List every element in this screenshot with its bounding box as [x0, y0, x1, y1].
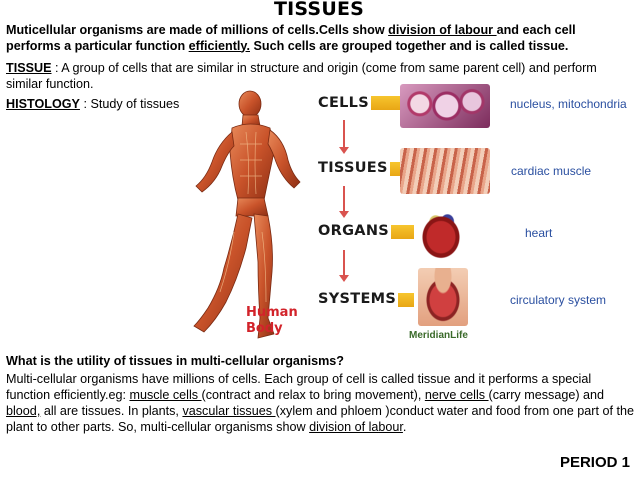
- note-tissues: cardiac muscle: [511, 164, 592, 178]
- answer-term-blood: blood,: [6, 404, 41, 418]
- cells-image: [400, 84, 490, 128]
- cells-bar: [364, 96, 406, 110]
- tissue-term: TISSUE: [6, 61, 52, 75]
- note-organs: heart: [525, 226, 553, 240]
- human-body-illustration: [193, 90, 301, 339]
- answer-text: .: [402, 420, 407, 434]
- human-label: Human: [246, 305, 298, 320]
- intro-text: Muticellular organisms are made of milli…: [6, 23, 389, 37]
- circulatory-system-image: [418, 268, 468, 326]
- histology-definition: HISTOLOGY : Study of tissues: [6, 97, 179, 111]
- answer-term-division-of-labour: division of labour: [309, 420, 403, 434]
- period-label: PERIOD 1: [559, 454, 630, 471]
- intro-text: and each cell performs a particular func…: [6, 23, 576, 53]
- answer-term-nerve-cells: nerve cells: [424, 388, 489, 402]
- down-arrow-icon: [339, 120, 349, 154]
- body-label: Body: [246, 321, 283, 336]
- histology-definition-text: : Study of tissues: [79, 97, 180, 111]
- answer-term-muscle-cells: muscle cells: [129, 388, 202, 402]
- answer-text: (carry message) and: [488, 388, 605, 402]
- question-heading: What is the utility of tissues in multi-…: [6, 354, 344, 368]
- down-arrow-icon: [339, 186, 349, 218]
- answer-paragraph: Multi-cellular organisms have millions o…: [6, 371, 634, 435]
- organs-bar: [384, 225, 414, 239]
- level-tissues: TISSUES: [318, 160, 390, 176]
- histology-term: HISTOLOGY: [6, 97, 80, 111]
- level-organs: ORGANS: [318, 223, 391, 239]
- answer-text: Multi-cellular organisms have millions o…: [6, 372, 592, 402]
- meridianlife-logo: MeridianLife: [409, 330, 468, 341]
- intro-text: Such cells are grouped together and is c…: [250, 38, 569, 53]
- intro-term-efficiently: efficiently.: [188, 38, 250, 53]
- note-systems: circulatory system: [510, 293, 607, 307]
- answer-text: (contract and relax to bring movement),: [201, 388, 425, 402]
- down-arrow-icon: [339, 250, 349, 282]
- intro-term-division-of-labour: division of labour: [388, 23, 497, 37]
- answer-text: all are tissues. In plants,: [40, 404, 183, 418]
- answer-text: (xylem and phloem )conduct water and foo…: [6, 404, 634, 434]
- tissue-definition: TISSUE : A group of cells that are simil…: [6, 61, 632, 92]
- page-title: TISSUES: [273, 0, 365, 20]
- level-cells: CELLS: [318, 95, 371, 111]
- tissue-definition-text: : A group of cells that are similar in s…: [6, 61, 597, 91]
- level-systems: SYSTEMS: [318, 291, 399, 307]
- intro-paragraph: Muticellular organisms are made of milli…: [6, 23, 632, 54]
- note-cells: nucleus, mitochondria: [510, 97, 627, 111]
- answer-term-vascular-tissues: vascular tissues: [182, 404, 276, 418]
- heart-image: [414, 207, 468, 259]
- cardiac-muscle-image: [400, 148, 490, 194]
- human-body-label: Human Body: [246, 305, 298, 337]
